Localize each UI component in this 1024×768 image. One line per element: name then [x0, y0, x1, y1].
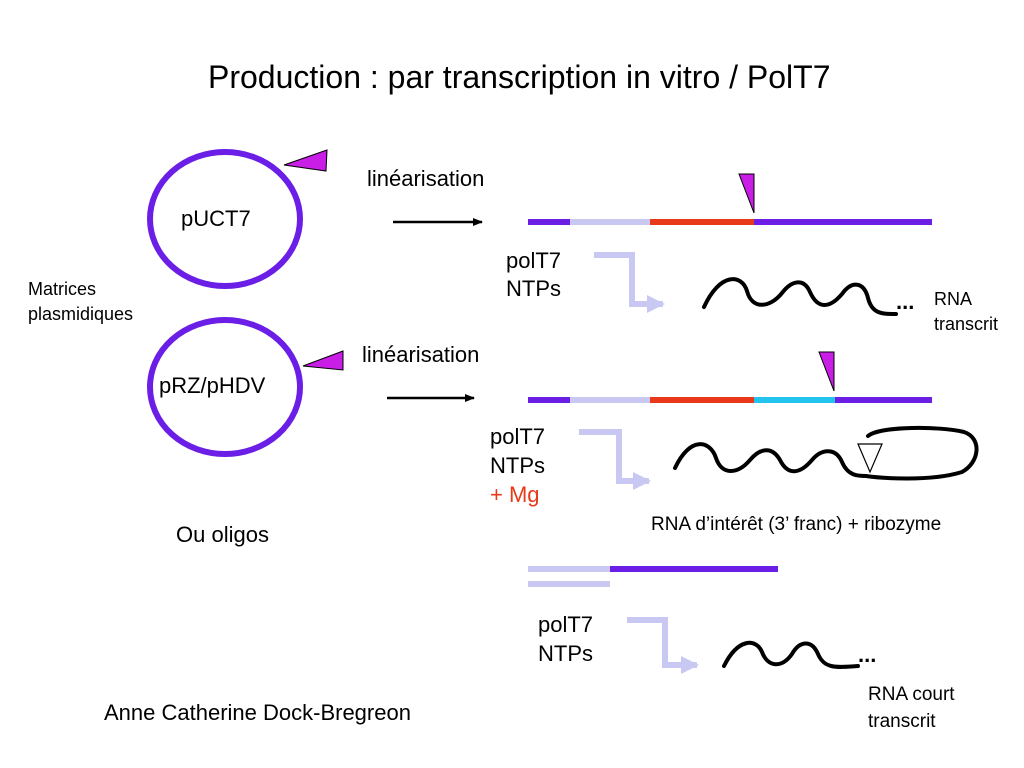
transcription-arrow-2 — [579, 429, 651, 490]
ntps-label-2: NTPs — [490, 453, 545, 478]
cut-marker-dna-1 — [738, 173, 755, 214]
plasmid-label-puct7: pUCT7 — [181, 206, 251, 231]
rna-transcript-1-ellipsis: ... — [896, 289, 915, 314]
ntps-label-1: NTPs — [506, 276, 561, 301]
matrices-label-line2: plasmidiques — [28, 304, 134, 324]
polt7-label-3: polT7 — [538, 612, 594, 637]
rna-transcrit-label-line2: transcrit — [934, 314, 999, 334]
rna-interet-ribozyme-label: RNA d’intérêt (3’ franc) + ribozyme — [651, 514, 942, 535]
ntps-label-3: NTPs — [538, 641, 593, 666]
linearisation-label-2: linéarisation — [362, 342, 480, 367]
cut-marker-plasmid-top — [283, 149, 328, 172]
matrices-label-line1: Matrices — [28, 279, 97, 299]
cut-marker-plasmid-bottom — [302, 350, 344, 371]
transcription-arrow-3 — [627, 617, 699, 674]
ribozyme-cleavage-marker — [857, 443, 883, 474]
oligo-dna — [528, 566, 778, 587]
linearisation-label-1: linéarisation — [367, 166, 485, 191]
cut-marker-dna-2 — [818, 351, 835, 392]
polt7-label-2: polT7 — [490, 424, 546, 449]
slide-title: Production : par transcription in vitro … — [208, 59, 831, 95]
rna-transcrit-label-line1: RNA — [934, 289, 973, 309]
transcription-arrow-1 — [594, 252, 665, 313]
polt7-label-1: polT7 — [506, 248, 562, 273]
plasmid-circle-puct7 — [147, 149, 303, 289]
mg-label: + Mg — [490, 482, 540, 507]
rna-court-label-line1: RNA court — [868, 684, 955, 705]
oligos-label: Ou oligos — [176, 522, 269, 547]
author-label: Anne Catherine Dock-Bregreon — [104, 700, 411, 725]
rna-transcript-3 — [722, 640, 860, 669]
rna-transcript-3-ellipsis: ... — [858, 642, 877, 667]
plasmid-circle-prz-phdv — [147, 317, 303, 457]
rna-transcript-1 — [702, 277, 898, 316]
rna-court-label-line2: transcrit — [868, 711, 936, 732]
rna-transcript-2 — [673, 425, 979, 481]
plasmid-label-prz-phdv: pRZ/pHDV — [159, 373, 266, 398]
